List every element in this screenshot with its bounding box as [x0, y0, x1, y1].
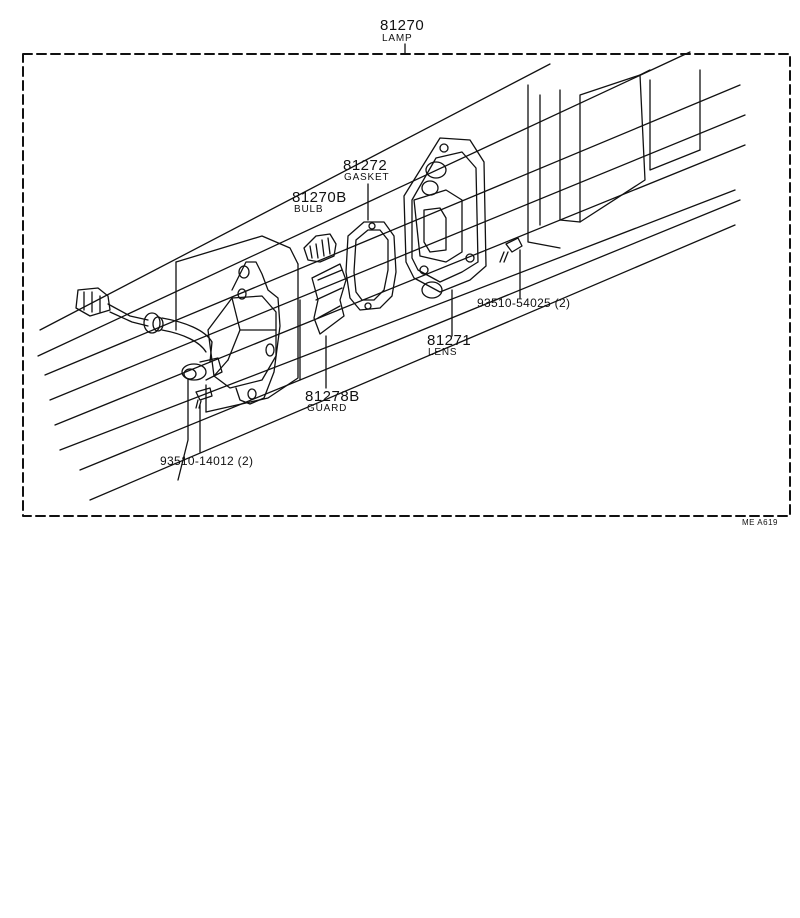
- guard: [311, 263, 347, 389]
- lens-name: LENS: [428, 347, 458, 358]
- lens: [403, 137, 487, 337]
- body-panel: [37, 51, 746, 501]
- gasket-number: 81272: [343, 157, 388, 174]
- lamp-name: LAMP: [382, 33, 413, 44]
- bulb-number: 81270B: [292, 189, 347, 206]
- bulb: [303, 233, 337, 263]
- wire-harness: [75, 287, 213, 363]
- screw-lower-part: 93510-14012 (2): [160, 454, 254, 468]
- bulb-name: BULB: [294, 204, 324, 215]
- guard-name: GUARD: [307, 403, 348, 414]
- gasket: [345, 183, 397, 311]
- lamp-body: [181, 261, 281, 405]
- gasket-name: GASKET: [344, 172, 390, 183]
- guard-number: 81278B: [305, 388, 360, 405]
- lamp-number: 81270: [380, 17, 425, 34]
- screw-upper-part: 93510-54025 (2): [477, 296, 571, 310]
- screw-lower: [195, 387, 213, 453]
- assembly-boundary: [22, 53, 791, 517]
- lens-number: 81271: [427, 332, 472, 349]
- drawing-code: ME A619: [742, 518, 778, 527]
- screw-upper: [499, 237, 523, 299]
